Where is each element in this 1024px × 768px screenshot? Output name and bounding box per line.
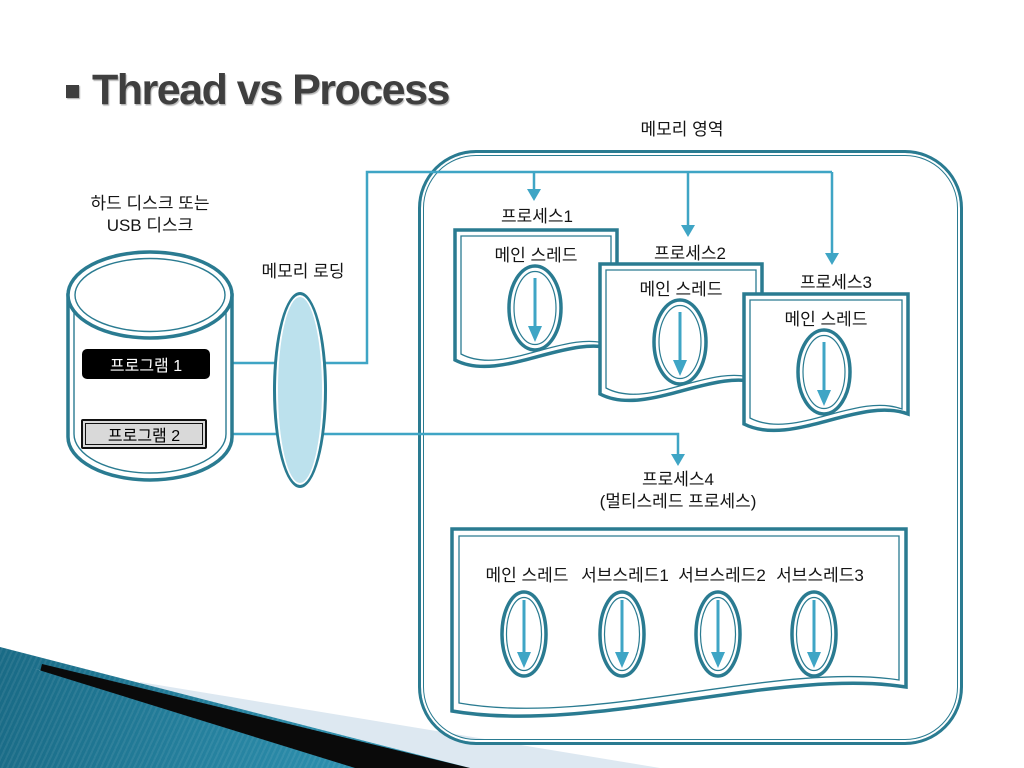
process4-subthread3-label: 서브스레드3 [776,566,864,585]
memory-loading-label: 메모리 로딩 [261,262,345,281]
disk-caption-line1: 하드 디스크 또는 [90,194,210,213]
process3-thread-label: 메인 스레드 [784,310,868,329]
process3-arrowhead-icon [825,253,839,265]
disk-caption-line2: USB 디스크 [106,216,194,235]
program1-chip: 프로그램 1 [82,349,210,379]
program2-connector-line [207,432,680,455]
process2-arrowhead-icon [681,225,695,237]
process4-subthread1-label: 서브스레드1 [581,566,669,585]
thread-down-arrow-icon [652,298,708,386]
process4-arrowhead-icon [671,454,685,466]
process4-main-thread-label: 메인 스레드 [485,566,569,585]
process1-box: 메인 스레드 [453,228,619,376]
process4-title: 프로세스4 [641,470,714,489]
process1-name: 프로세스1 [500,207,573,226]
process4-name: 프로세스4 (멀티스레드 프로세스) [568,469,788,513]
memory-loading-lens [273,292,327,488]
process2-thread-label: 메인 스레드 [639,280,723,299]
memory-area-label: 메모리 영역 [640,120,724,139]
thread-down-arrow-icon [507,264,563,352]
process2-name: 프로세스2 [653,244,726,263]
process2-box: 메인 스레드 [598,262,764,410]
process3-box: 메인 스레드 [742,292,910,440]
process4-subthread2-label: 서브스레드2 [678,566,766,585]
process3-name: 프로세스3 [799,273,872,292]
title-bullet-icon [66,85,79,98]
thread-down-arrow-icon [694,590,742,678]
process1-arrowhead-icon [527,189,541,201]
thread-down-arrow-icon [796,328,852,416]
process1-thread-label: 메인 스레드 [494,246,578,265]
memory-area-box [418,150,963,745]
thread-down-arrow-icon [598,590,646,678]
page-title: Thread vs Process [92,66,450,114]
disk-caption: 하드 디스크 또는 USB 디스크 [60,193,240,237]
thread-down-arrow-icon [500,590,548,678]
program2-chip: 프로그램 2 [81,419,207,449]
process4-box: 메인 스레드 서브스레드1 서브스레드2 서브스레드3 [450,527,908,719]
process4-subtitle: (멀티스레드 프로세스) [599,492,757,511]
thread-down-arrow-icon [790,590,838,678]
